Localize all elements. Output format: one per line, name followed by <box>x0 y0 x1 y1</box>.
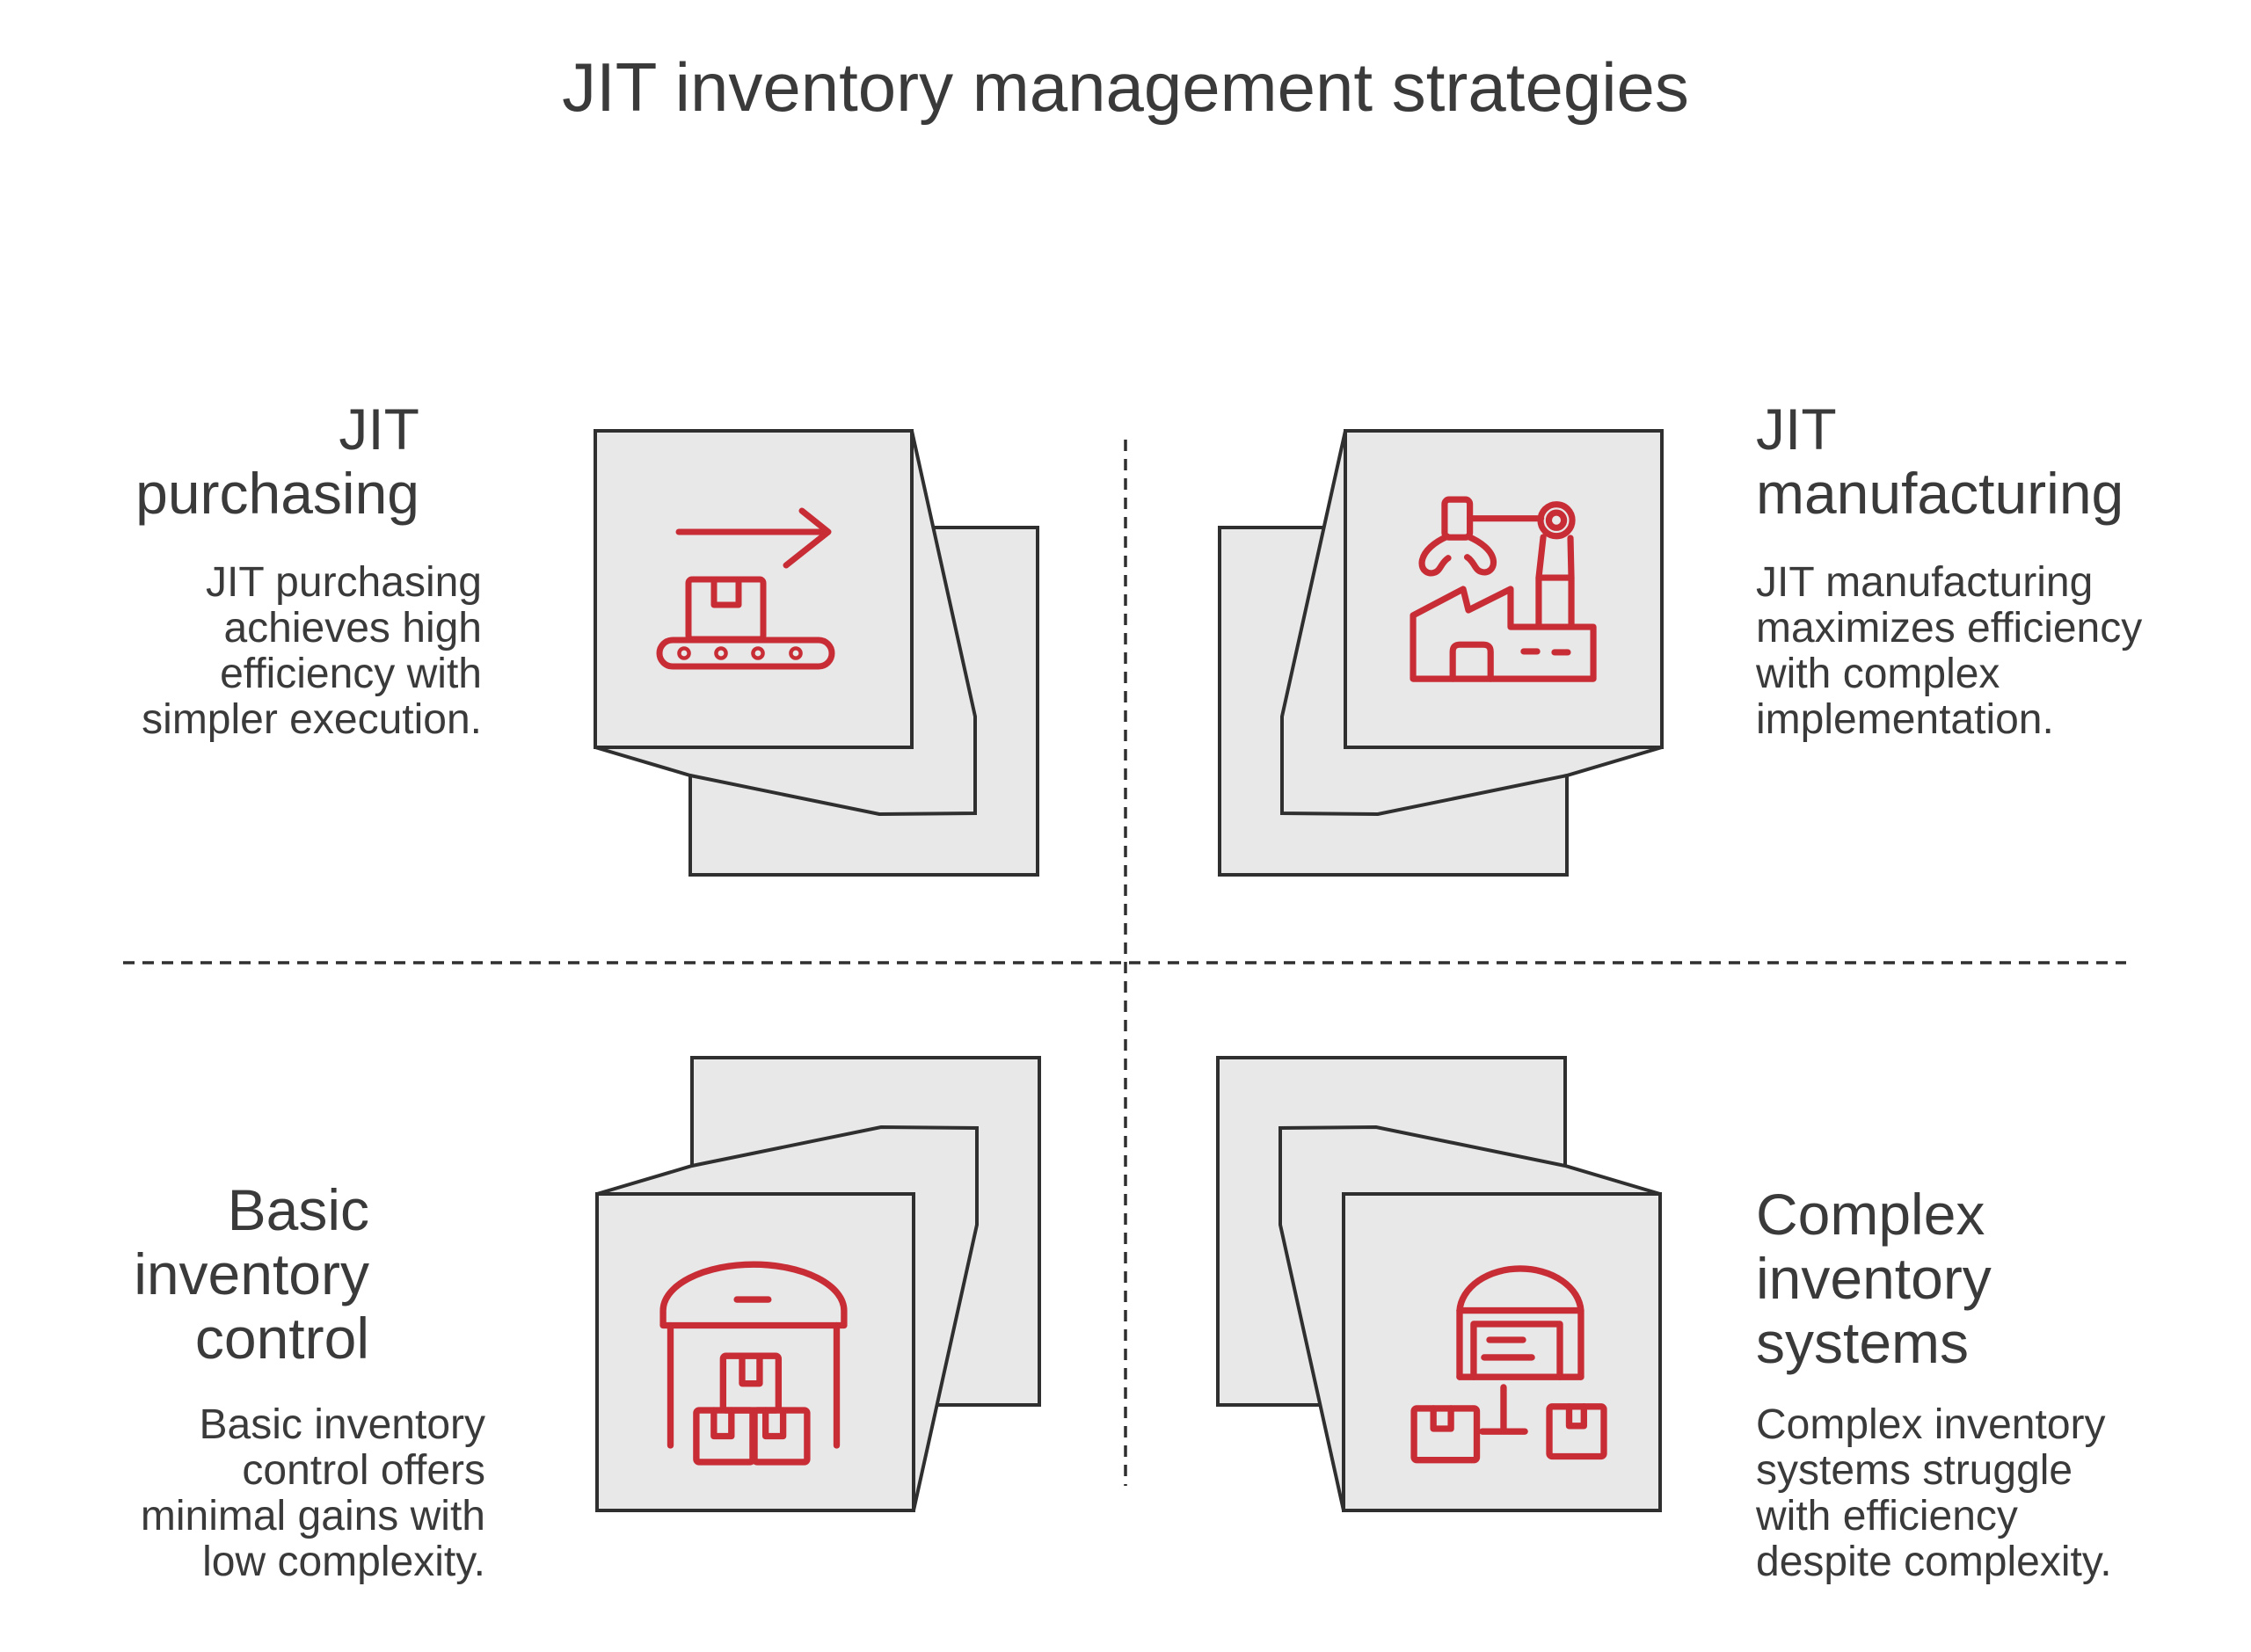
roller <box>751 646 765 660</box>
warehouse-boxes-icon <box>659 1261 848 1466</box>
front-panel <box>594 429 914 749</box>
front-panel <box>1342 1192 1662 1512</box>
tower-neck <box>1535 534 1575 581</box>
factory-robot-arm-icon <box>1410 496 1597 682</box>
warehouse-network-icon <box>1410 1265 1607 1464</box>
bottom-right-illustration <box>1216 1056 1662 1512</box>
quadrant-body-top-left: JIT purchasing achieves high efficiency … <box>142 559 482 743</box>
chimney <box>1535 574 1575 630</box>
quadrant-title-bottom-right: Complex inventory systems <box>1756 1182 1992 1375</box>
warehouse-dome <box>1456 1265 1584 1380</box>
claw-left <box>1418 533 1452 577</box>
quadrant-title-top-left: JIT purchasing <box>135 397 419 526</box>
node-box-left <box>1410 1405 1481 1464</box>
node-box-left-flap <box>1430 1405 1454 1432</box>
roller <box>714 646 728 660</box>
roller <box>789 646 803 660</box>
factory-door <box>1449 641 1494 682</box>
quadrant-body-bottom-right: Complex inventory systems struggle with … <box>1756 1401 2112 1585</box>
door-dashes <box>1481 1336 1535 1361</box>
node-box-right-flap <box>1565 1403 1587 1430</box>
arm-pivot-hub <box>1545 509 1568 531</box>
quadrant-body-bottom-left: Basic inventory control offers minimal g… <box>140 1401 485 1585</box>
bottom-left-illustration <box>595 1056 1041 1512</box>
crate-top-flap <box>739 1352 763 1387</box>
crate-left-flap <box>710 1407 735 1440</box>
top-left-illustration <box>594 429 1039 877</box>
parcel-flap <box>710 576 742 608</box>
quadrant-body-top-right: JIT manufacturing maximizes efficiency w… <box>1756 559 2143 743</box>
roller <box>677 646 691 660</box>
conveyor-arrow-icon <box>656 507 835 670</box>
garage-door <box>1470 1321 1563 1380</box>
node-box-right <box>1546 1403 1607 1460</box>
arrow-head <box>783 507 832 569</box>
conveyor-belt <box>656 637 835 670</box>
factory-building <box>1410 586 1597 682</box>
arm-pivot <box>1537 501 1576 540</box>
canopy-roof <box>659 1261 848 1329</box>
quadrant-title-bottom-left: Basic inventory control <box>134 1177 369 1371</box>
page-title: JIT inventory management strategies <box>562 48 1689 126</box>
quadrant-title-top-right: JIT manufacturing <box>1756 397 2124 526</box>
crate-right-flap <box>761 1407 787 1440</box>
top-right-illustration <box>1218 429 1664 877</box>
claw-right <box>1463 533 1497 576</box>
window-dashes <box>1520 648 1571 656</box>
